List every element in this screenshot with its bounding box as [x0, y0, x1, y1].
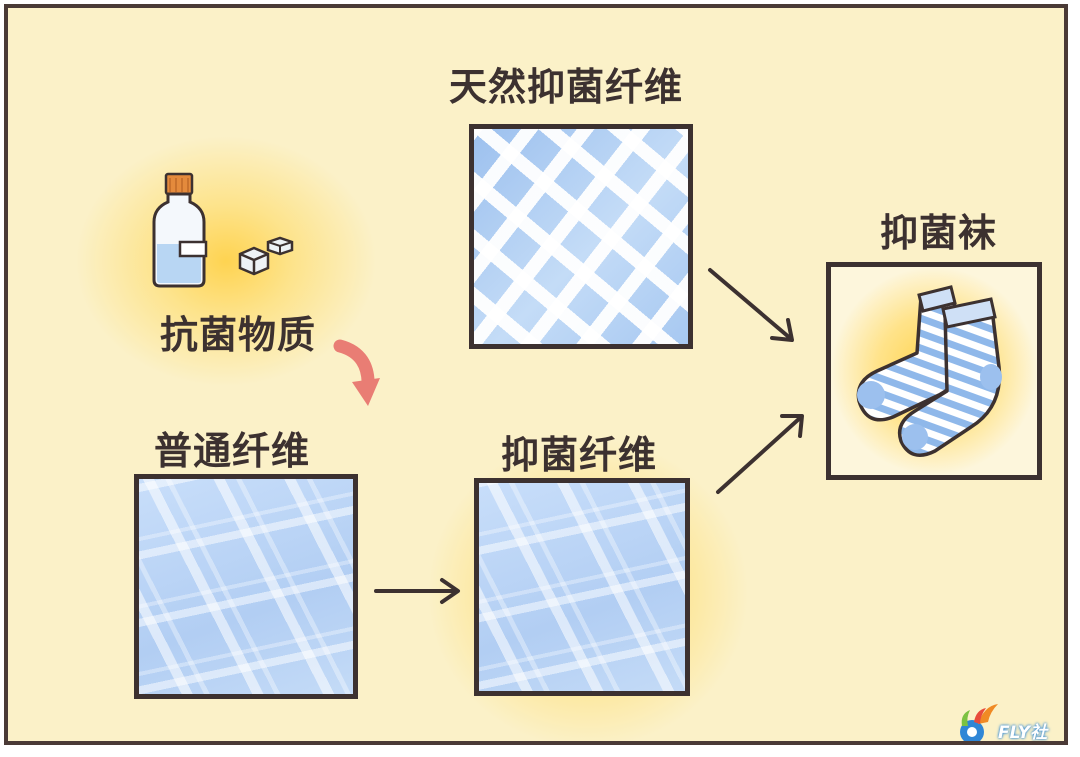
arrow-icon — [708, 268, 794, 342]
ordinary-fiber-label: 普通纤维 — [154, 429, 311, 473]
crystal-cube-icon — [238, 236, 294, 276]
bottle-icon — [152, 172, 208, 288]
arrow-icon — [716, 414, 804, 494]
fly-logo-icon — [960, 704, 998, 741]
ordinary-fiber-panel — [134, 474, 358, 699]
socks-panel — [826, 262, 1042, 480]
natural-fiber-label: 天然抑菌纤维 — [449, 65, 684, 109]
watermark-text: FLY社区 — [998, 723, 1048, 743]
antibacterial-fiber-label: 抑菌纤维 — [501, 433, 658, 477]
substance-glow — [76, 136, 376, 386]
natural-fiber-panel — [469, 124, 693, 349]
antibacterial-fiber-panel — [474, 478, 690, 696]
antibacterial-substance-label: 抗菌物质 — [160, 313, 317, 357]
socks-icon — [856, 285, 1002, 457]
diagram-frame: 天然抑菌纤维 抗菌物质 普通纤维 抑菌纤维 — [4, 4, 1068, 745]
antibacterial-socks-label: 抑菌袜 — [880, 211, 998, 255]
curved-arrow-icon — [333, 339, 380, 406]
arrow-icon — [374, 578, 460, 604]
